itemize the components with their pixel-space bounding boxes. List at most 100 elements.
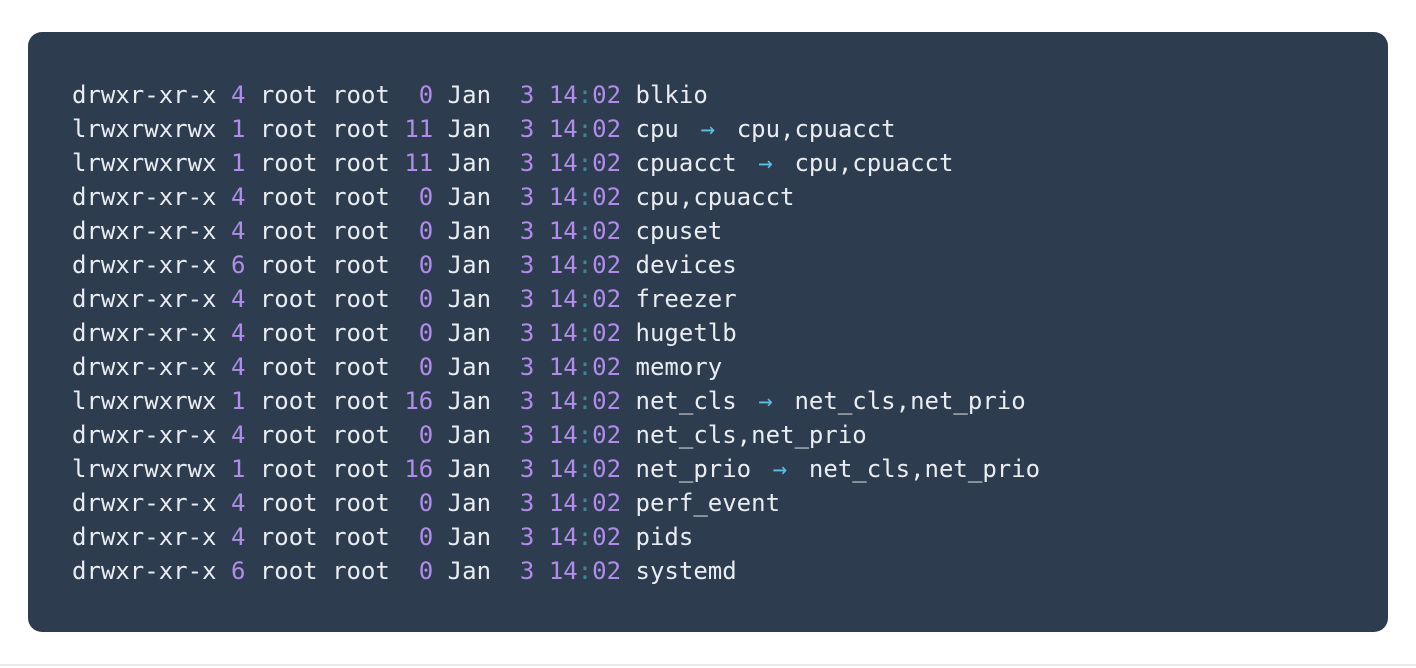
- link-count: 6: [230, 251, 246, 279]
- modified-time: 14:02: [549, 418, 621, 452]
- modified-day: 3: [519, 557, 535, 585]
- time-colon: :: [577, 251, 593, 279]
- modified-day: 3: [519, 115, 535, 143]
- time-hours: 14: [548, 251, 578, 279]
- file-size: 0: [418, 489, 434, 517]
- time-minutes: 02: [592, 523, 622, 551]
- permissions-text: drwxr-xr-x: [72, 557, 217, 585]
- link-count: 4: [230, 285, 246, 313]
- modified-day: 3: [519, 421, 535, 449]
- modified-time: 14:02: [549, 214, 621, 248]
- time-colon: :: [577, 149, 593, 177]
- file-row: lrwxrwxrwx 1 root root 16 Jan 3 14:02 ne…: [72, 452, 1358, 486]
- permissions-text: drwxr-xr-x: [72, 285, 217, 313]
- link-count: 4: [230, 319, 246, 347]
- file-name: net_prio: [635, 455, 752, 483]
- modified-month: Jan: [447, 387, 492, 415]
- permissions-text: drwxr-xr-x: [72, 81, 217, 109]
- file-size: 0: [418, 285, 434, 313]
- modified-time: 14:02: [549, 282, 621, 316]
- modified-time: 14:02: [549, 316, 621, 350]
- time-hours: 14: [548, 319, 578, 347]
- time-colon: :: [577, 489, 593, 517]
- owner-name: root: [259, 285, 318, 313]
- group-name: root: [332, 115, 390, 143]
- permissions-text: drwxr-xr-x: [72, 523, 217, 551]
- permissions-text: drwxr-xr-x: [72, 251, 217, 279]
- symlink-target: net_cls,net_prio: [808, 455, 1041, 483]
- modified-month: Jan: [447, 183, 492, 211]
- owner-name: root: [259, 523, 318, 551]
- symlink-arrow-icon: →: [772, 455, 788, 483]
- time-colon: :: [577, 183, 593, 211]
- symlink-target: net_cls,net_prio: [794, 387, 1026, 415]
- file-size: 0: [418, 523, 434, 551]
- time-hours: 14: [548, 149, 578, 177]
- time-minutes: 02: [592, 217, 622, 245]
- time-minutes: 02: [592, 149, 622, 177]
- time-minutes: 02: [592, 353, 622, 381]
- time-hours: 14: [548, 183, 578, 211]
- owner-name: root: [259, 115, 318, 143]
- time-colon: :: [577, 81, 593, 109]
- time-hours: 14: [548, 489, 578, 517]
- file-row: drwxr-xr-x 4 root root 0 Jan 3 14:02 hug…: [72, 316, 1358, 350]
- link-count: 4: [230, 421, 246, 449]
- modified-day: 3: [519, 183, 535, 211]
- modified-month: Jan: [447, 489, 492, 517]
- file-size: 0: [418, 353, 434, 381]
- modified-day: 3: [519, 319, 535, 347]
- file-name: net_cls: [635, 387, 737, 415]
- link-count: 4: [230, 523, 246, 551]
- time-hours: 14: [548, 81, 578, 109]
- owner-name: root: [259, 251, 318, 279]
- time-hours: 14: [548, 217, 578, 245]
- permissions-text: lrwxrwxrwx: [72, 387, 217, 415]
- owner-name: root: [259, 217, 318, 245]
- file-list: drwxr-xr-x 4 root root 0 Jan 3 14:02 blk…: [72, 78, 1358, 588]
- owner-name: root: [259, 353, 318, 381]
- modified-time: 14:02: [549, 384, 621, 418]
- modified-month: Jan: [447, 81, 492, 109]
- modified-time: 14:02: [549, 146, 621, 180]
- modified-month: Jan: [447, 149, 492, 177]
- file-name: hugetlb: [635, 319, 737, 347]
- group-name: root: [332, 81, 390, 109]
- symlink-target: cpu,cpuacct: [794, 149, 954, 177]
- file-name: net_cls,net_prio: [635, 421, 867, 449]
- time-colon: :: [577, 455, 593, 483]
- time-minutes: 02: [592, 387, 622, 415]
- link-count: 4: [230, 489, 246, 517]
- modified-day: 3: [519, 251, 535, 279]
- file-row: lrwxrwxrwx 1 root root 11 Jan 3 14:02 cp…: [72, 112, 1358, 146]
- file-row: drwxr-xr-x 4 root root 0 Jan 3 14:02 per…: [72, 486, 1358, 520]
- group-name: root: [332, 319, 390, 347]
- group-name: root: [332, 387, 390, 415]
- owner-name: root: [259, 81, 318, 109]
- permissions-text: drwxr-xr-x: [72, 421, 217, 449]
- group-name: root: [332, 557, 390, 585]
- file-name: pids: [635, 523, 694, 551]
- permissions-text: lrwxrwxrwx: [72, 455, 217, 483]
- modified-month: Jan: [447, 251, 492, 279]
- owner-name: root: [259, 183, 318, 211]
- file-row: drwxr-xr-x 6 root root 0 Jan 3 14:02 dev…: [72, 248, 1358, 282]
- file-size: 0: [418, 81, 434, 109]
- modified-time: 14:02: [549, 350, 621, 384]
- symlink-part: → net_cls,net_prio: [737, 384, 1026, 418]
- time-minutes: 02: [592, 81, 622, 109]
- file-name: devices: [635, 251, 737, 279]
- file-row: drwxr-xr-x 4 root root 0 Jan 3 14:02 fre…: [72, 282, 1358, 316]
- symlink-target: cpu,cpuacct: [736, 115, 896, 143]
- group-name: root: [332, 251, 390, 279]
- time-colon: :: [577, 115, 593, 143]
- modified-month: Jan: [447, 115, 492, 143]
- modified-month: Jan: [447, 421, 492, 449]
- link-count: 1: [230, 387, 246, 415]
- owner-name: root: [259, 319, 318, 347]
- file-name: cpu: [635, 115, 679, 143]
- owner-name: root: [259, 557, 318, 585]
- link-count: 1: [230, 149, 246, 177]
- time-colon: :: [577, 387, 593, 415]
- symlink-part: → net_cls,net_prio: [751, 452, 1040, 486]
